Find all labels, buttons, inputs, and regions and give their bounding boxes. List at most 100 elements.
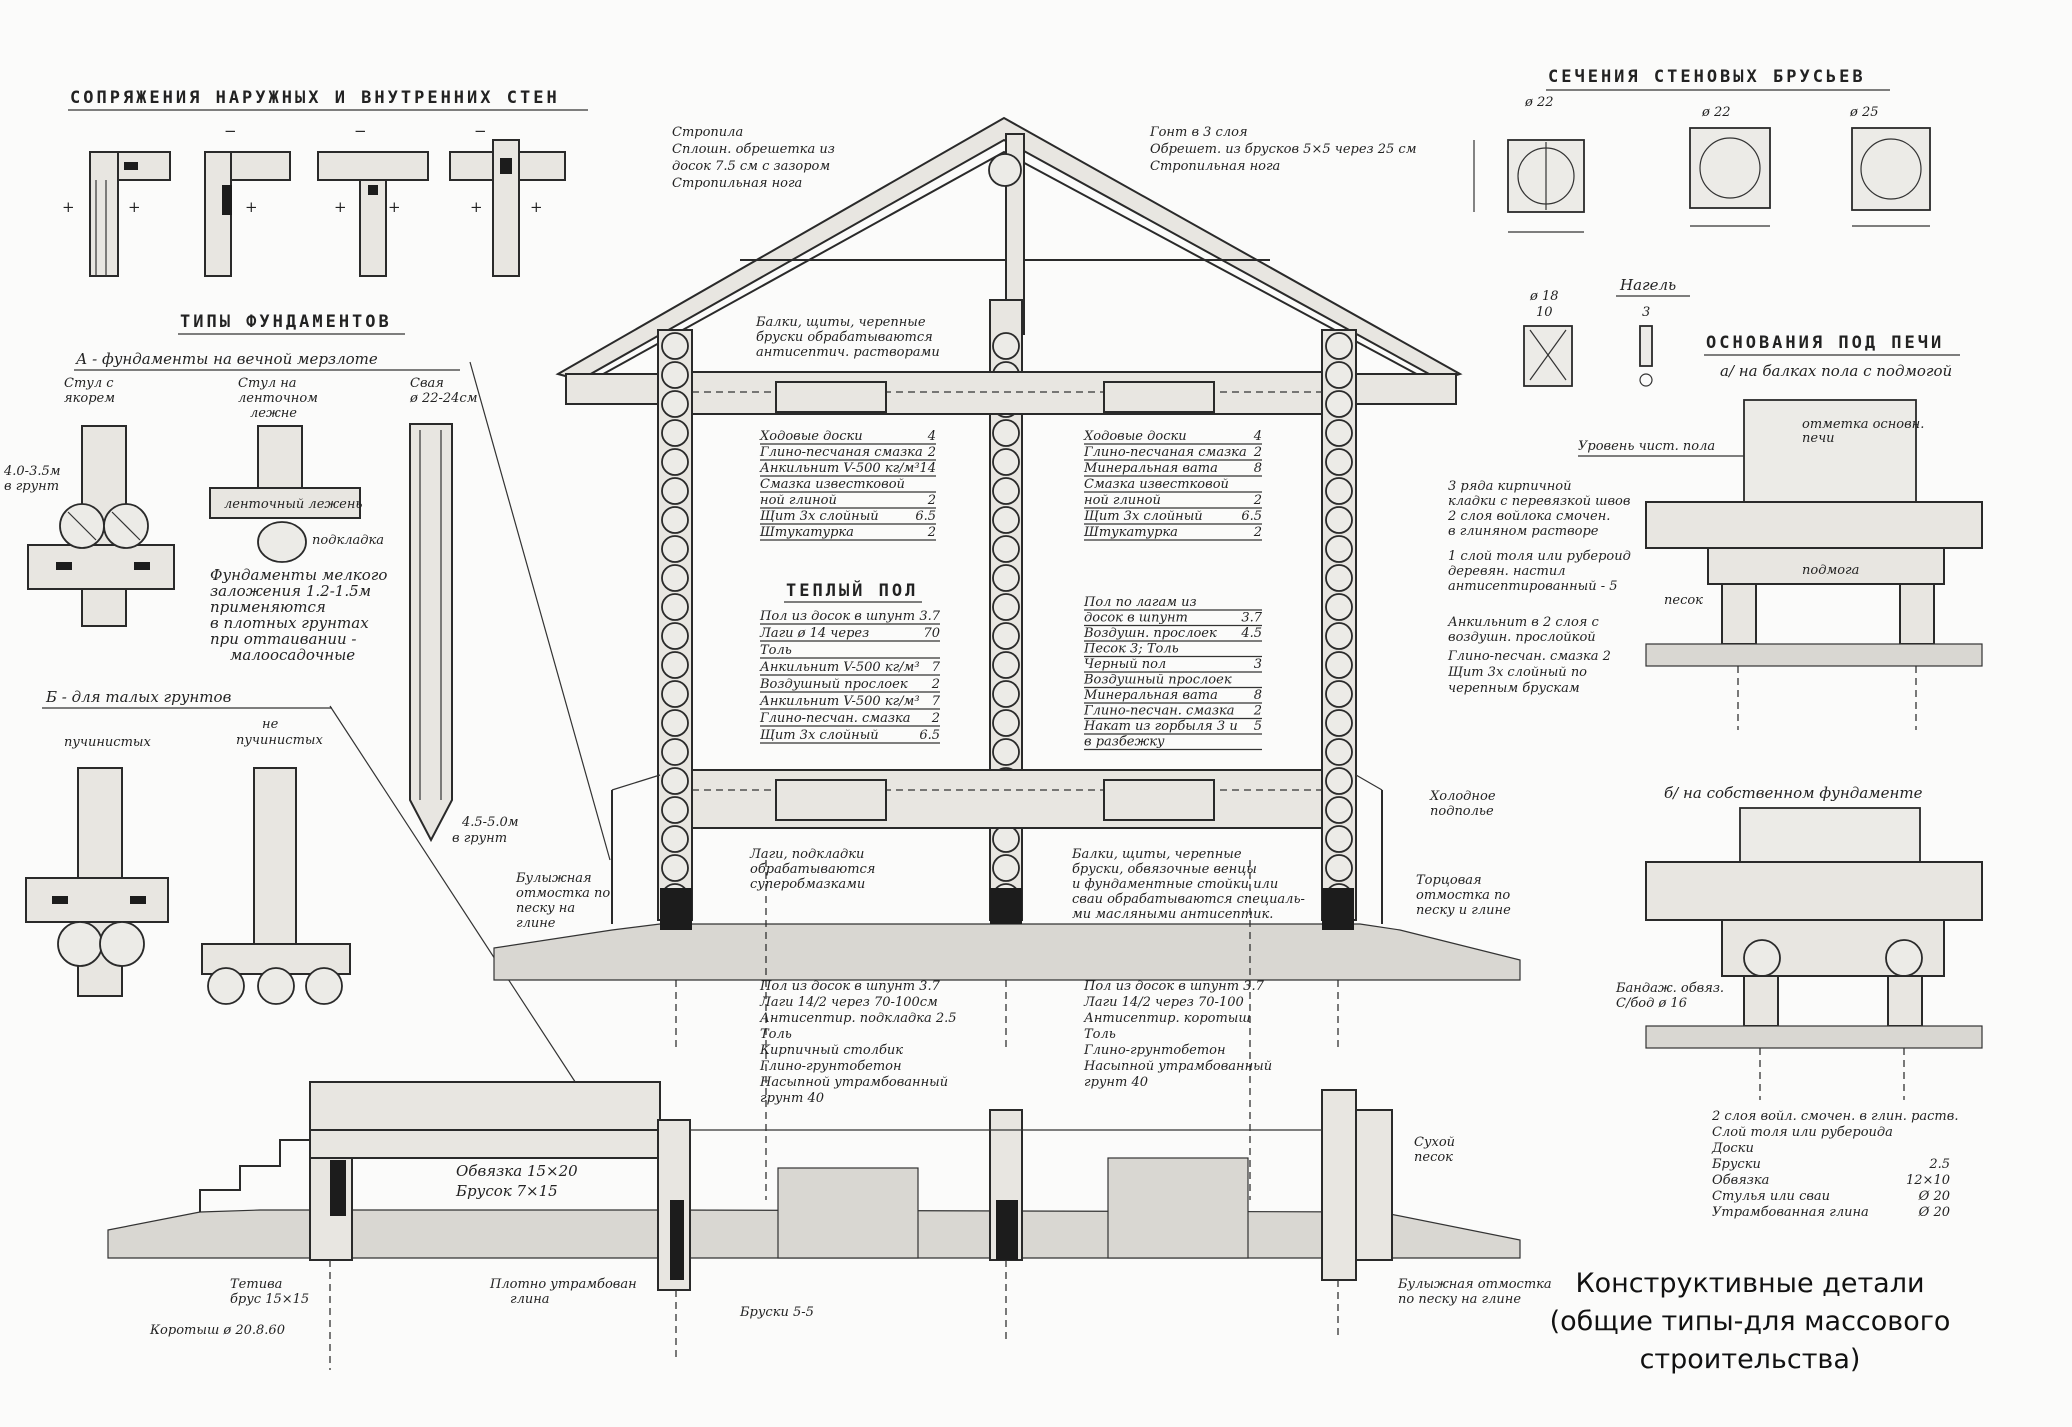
svg-text:подмога: подмога (1802, 563, 1859, 578)
wall-log (1325, 506, 1353, 534)
foundations-section: ТИПЫ ФУНДАМЕНТОВ А - фундаменты на вечно… (3, 312, 611, 1121)
roof-notes: Стропила Сплошн. обрешетка из досок 7.5 … (672, 125, 1417, 191)
svg-text:песок: песок (1414, 1150, 1453, 1165)
layer-label: грунт 40 (760, 1091, 824, 1106)
layer-label: Глино-песчан. смазка (1083, 704, 1234, 719)
wall-log (1325, 593, 1353, 621)
wall-log (1325, 854, 1353, 882)
svg-text:сваи обрабатываются специаль-: сваи обрабатываются специаль- (1072, 892, 1305, 907)
svg-text:бруски, обвязочные венцы: бруски, обвязочные венцы (1072, 862, 1257, 877)
svg-text:песку и глине: песку и глине (1416, 903, 1511, 918)
layer-value: 14 (919, 461, 936, 476)
caption: Конструктивные детали (общие типы-для ма… (1500, 1265, 2000, 1379)
layer-label: Толь (760, 643, 792, 658)
wall-log (661, 622, 689, 650)
beam-section-2 (1689, 127, 1771, 209)
layer-value: 3 (1254, 657, 1262, 672)
junction-t-mid (317, 151, 429, 277)
wall-log (661, 535, 689, 563)
layer-value: 4.5 (1240, 626, 1262, 641)
layer-label: Кирпичный столбик (759, 1043, 903, 1058)
layer-value: 3.7 (919, 609, 940, 624)
wall-log (1325, 651, 1353, 679)
svg-text:в глиняном растворе: в глиняном растворе (1448, 524, 1599, 539)
layer-value: 2 (1253, 493, 1262, 508)
layer-value: 2 (1253, 445, 1262, 460)
layer-label: Бруски (1711, 1157, 1761, 1172)
wall-log (992, 506, 1020, 534)
svg-text:+: + (388, 198, 401, 216)
layer-label: Толь (760, 1027, 792, 1042)
svg-text:Лаги, подкладки: Лаги, подкладки (749, 847, 864, 862)
wall-log (992, 332, 1020, 360)
layer-label: Глино-песчан. смазка (759, 711, 910, 726)
svg-text:Бруски 5-5: Бруски 5-5 (739, 1305, 814, 1320)
layer-label: Пол по лагам из (1083, 595, 1197, 610)
layer-value: 2 (1253, 704, 1262, 719)
svg-text:применяются: применяются (210, 598, 326, 616)
junction-cross (449, 139, 566, 277)
layer-label: Лаги ø 14 через (759, 626, 869, 641)
layer-label: ной глиной (760, 493, 837, 508)
wall-log (1325, 767, 1353, 795)
wall-log (1325, 419, 1353, 447)
type-b-label: Б - для талых грунтов (45, 688, 232, 706)
svg-text:−: − (354, 122, 367, 140)
svg-text:Плотно утрамбован: Плотно утрамбован (489, 1277, 637, 1292)
svg-text:пучинистых: пучинистых (64, 735, 152, 750)
svg-text:+: + (128, 198, 141, 216)
svg-text:+: + (245, 198, 258, 216)
svg-text:Обрешет. из брусков 5×5 через: Обрешет. из брусков 5×5 через 25 см (1150, 142, 1417, 157)
layer-value: 7 (932, 660, 941, 675)
layer-label: Доски (1711, 1141, 1754, 1156)
layer-label: Пол из досок в шпунт 3.7 (759, 979, 941, 994)
svg-text:досок 7.5 см с зазором: досок 7.5 см с зазором (672, 159, 830, 174)
non-heaving-foundation (201, 767, 351, 1005)
svg-text:обрабатываются: обрабатываются (750, 862, 875, 877)
svg-text:Булыжная отмостка: Булыжная отмостка (1397, 1277, 1552, 1292)
svg-text:деревян. настил: деревян. настил (1448, 564, 1566, 579)
svg-text:Щит 3х слойный по: Щит 3х слойный по (1448, 665, 1587, 680)
stool-on-strip: ленточный лежень подкладка (209, 425, 384, 563)
wall-log (992, 738, 1020, 766)
beam-sections-heading: СЕЧЕНИЯ СТЕНОВЫХ БРУСЬЕВ (1548, 67, 1866, 87)
svg-text:Брусок 7×15: Брусок 7×15 (455, 1182, 558, 1200)
wall-log (661, 477, 689, 505)
wall-junctions-heading: СОПРЯЖЕНИЯ НАРУЖНЫХ И ВНУТРЕННИХ СТЕН (70, 88, 560, 108)
svg-text:антисептич. растворами: антисептич. растворами (756, 345, 940, 360)
layer-value: 3.7 (1241, 611, 1262, 626)
wall-log (992, 854, 1020, 882)
svg-text:ми масляными антисептик.: ми масляными антисептик. (1072, 907, 1273, 922)
foundations-heading: ТИПЫ ФУНДАМЕНТОВ (180, 312, 392, 332)
stool-with-anchor (27, 425, 175, 627)
svg-text:+: + (530, 198, 543, 216)
layer-label: Слой толя или рубероида (1712, 1125, 1893, 1140)
layer-label: Накат из горбыля 3 и (1083, 719, 1238, 734)
wall-log (661, 738, 689, 766)
layer-value: 2 (1253, 525, 1262, 540)
wall-log (661, 593, 689, 621)
layer-value: 2 (931, 711, 940, 726)
layer-label: Анкильнит V-500 кг/м³ (759, 694, 920, 709)
wall-log (1325, 448, 1353, 476)
svg-text:якорем: якорем (64, 391, 115, 406)
layer-label: досок в шпунт (1084, 611, 1188, 626)
layer-label: Воздушный прослоек (1083, 673, 1232, 688)
wall-log (992, 680, 1020, 708)
layer-label: Штукатурка (759, 525, 854, 540)
svg-text:3 ряда кирпичной: 3 ряда кирпичной (1448, 479, 1572, 494)
svg-text:4.0-3.5м: 4.0-3.5м (3, 464, 61, 479)
svg-text:не: не (262, 717, 279, 732)
svg-text:подполье: подполье (1430, 804, 1494, 819)
layer-label: в разбежку (1084, 735, 1165, 750)
svg-text:10: 10 (1536, 305, 1553, 320)
layer-label: Щит 3х слойный (1084, 509, 1203, 524)
pile: 4.5-5.0м в грунт (409, 423, 519, 846)
svg-text:3: 3 (1642, 305, 1650, 320)
bottom-section: Обвязка 15×20 Брусок 7×15 Тетива брус 15… (107, 860, 1552, 1370)
wall-log (1325, 564, 1353, 592)
svg-text:кладки с перевязкой швов: кладки с перевязкой швов (1448, 494, 1630, 509)
